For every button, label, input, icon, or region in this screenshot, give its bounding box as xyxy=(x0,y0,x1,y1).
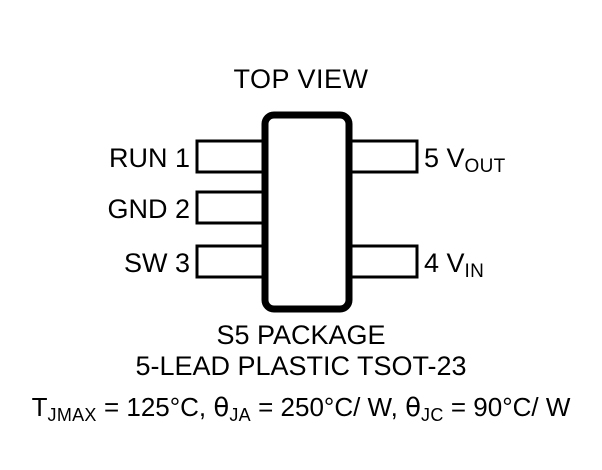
pin-lead-1 xyxy=(195,139,265,174)
pin-label-vout-5: 5 VOUT xyxy=(424,143,602,177)
theta-ja-value: = 250°C/ W, xyxy=(250,392,406,422)
theta-ja-symbol: θ xyxy=(213,393,230,423)
pin-lead-5 xyxy=(349,139,419,174)
top-view-title: TOP VIEW xyxy=(233,64,369,94)
theta-jc-subscript: JC xyxy=(421,405,444,425)
tjmax-subscript: JMAX xyxy=(47,405,97,425)
pin-label-vin-subscript: IN xyxy=(464,261,485,282)
pin-label-vin-base: 4 V xyxy=(424,248,465,278)
thermal-specification-caption: TJMAX = 125°C, θJA = 250°C/ W, θJC = 90°… xyxy=(0,392,602,424)
tjmax-symbol: T xyxy=(31,392,48,422)
pin-lead-4 xyxy=(349,244,419,279)
pin-lead-2 xyxy=(195,190,265,225)
pin-lead-3 xyxy=(195,244,265,279)
pin-label-gnd-2: GND 2 xyxy=(107,194,190,224)
pin-label-vout-subscript: OUT xyxy=(464,156,506,177)
tjmax-value: = 125°C, xyxy=(96,392,214,422)
pin-label-vout-base: 5 V xyxy=(424,143,465,173)
package-description-caption: 5-LEAD PLASTIC TSOT-23 xyxy=(135,351,467,381)
theta-jc-value: = 90°C/ W xyxy=(443,392,571,422)
pin-label-vin-4: 4 VIN xyxy=(424,248,602,282)
package-body-outline xyxy=(261,111,353,313)
pin-label-run-1: RUN 1 xyxy=(108,143,190,173)
pin-label-sw-3: SW 3 xyxy=(123,248,190,278)
theta-ja-subscript: JA xyxy=(229,405,251,425)
theta-jc-symbol: θ xyxy=(405,393,422,423)
package-name-caption: S5 PACKAGE xyxy=(216,320,386,350)
